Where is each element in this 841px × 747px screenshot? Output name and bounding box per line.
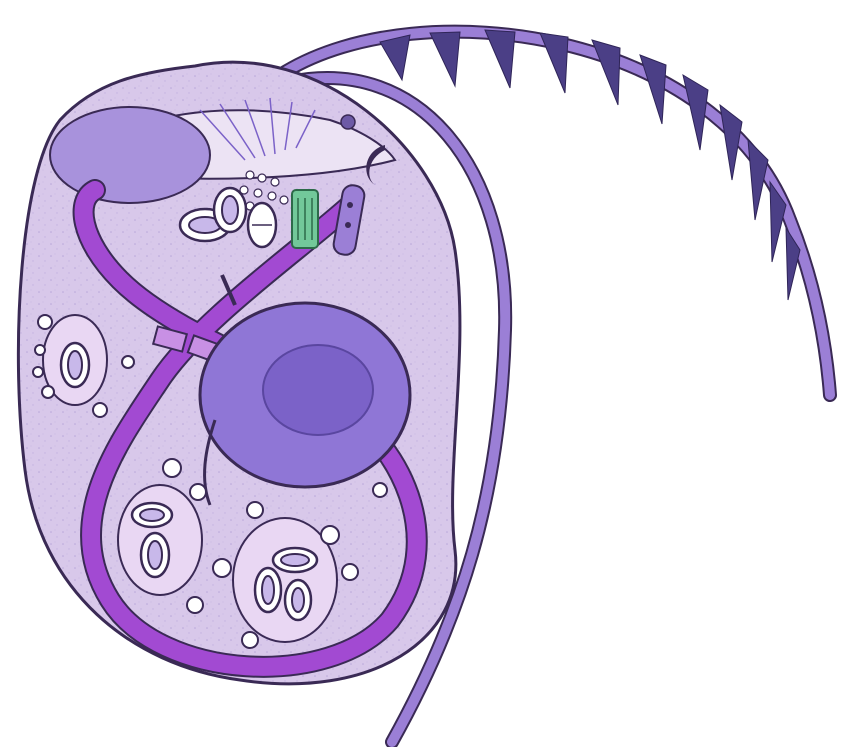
- food-vacuole-bottom-left: [118, 485, 202, 595]
- chloroplast: [292, 190, 318, 248]
- nucleolus: [263, 345, 373, 435]
- apical-granule: [341, 115, 355, 129]
- apical-vesicle: [50, 107, 210, 203]
